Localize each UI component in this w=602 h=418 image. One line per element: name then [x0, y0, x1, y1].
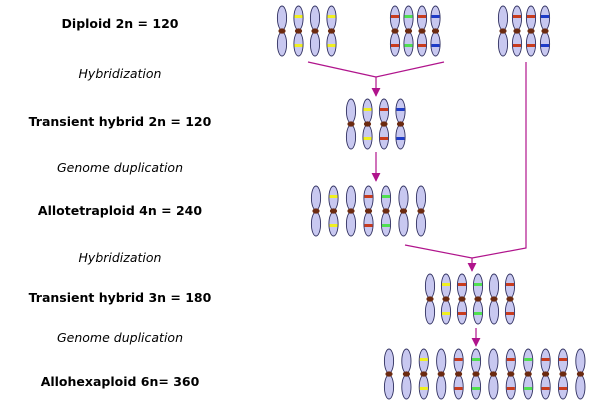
chromosome — [436, 348, 447, 400]
chromosome — [488, 273, 500, 325]
chromosome-set-5 — [310, 185, 427, 237]
chromosome-set-7 — [383, 348, 586, 400]
chromosome — [453, 348, 464, 400]
stage-label-allohexaploid: Allohexaploid 6n= 360 — [40, 374, 200, 389]
chromosome — [504, 273, 516, 325]
chromosome — [401, 348, 412, 400]
chromosome — [345, 185, 357, 237]
chromosome — [472, 273, 484, 325]
chromosome — [456, 273, 468, 325]
process-label-duplication-2: Genome duplication — [56, 330, 183, 345]
chromosome — [276, 5, 288, 57]
chromosome — [575, 348, 586, 400]
process-label-hybridization-1: Hybridization — [78, 66, 162, 81]
stage-label-transient-hybrid-2n: Transient hybrid 2n = 120 — [28, 114, 212, 129]
chromosome — [415, 185, 427, 237]
chromosome — [440, 273, 452, 325]
chromosome — [488, 348, 499, 400]
chromosome — [328, 185, 339, 237]
chromosome — [389, 5, 401, 57]
merge-line-allotetraploid — [404, 244, 473, 259]
chromosome-set-4 — [345, 98, 406, 150]
chromosome — [557, 348, 569, 400]
process-label-hybridization-2: Hybridization — [78, 250, 162, 265]
chromosome — [293, 5, 304, 57]
chromosome — [424, 273, 436, 325]
chromosome — [403, 5, 414, 57]
chromosome — [416, 5, 428, 57]
chromosome-set-3 — [497, 5, 551, 57]
chromosome-layer — [276, 5, 586, 400]
merge-line-left — [307, 61, 377, 78]
stage-label-diploid: Diploid 2n = 120 — [61, 16, 179, 31]
chromosome — [398, 185, 409, 237]
chromosome — [395, 98, 406, 150]
chromosome-set-1 — [276, 5, 337, 57]
chromosome — [362, 98, 373, 150]
chromosome — [345, 98, 357, 150]
chromosome — [378, 98, 390, 150]
chromosome — [310, 185, 322, 237]
chromosome — [497, 5, 509, 57]
chromosome — [363, 185, 374, 237]
chromosome — [511, 5, 523, 57]
chromosome — [380, 185, 392, 237]
chromosome — [505, 348, 516, 400]
chromosome — [539, 5, 551, 57]
process-label-duplication-1: Genome duplication — [56, 160, 183, 175]
chromosome-set-2 — [389, 5, 441, 57]
merge-line-right — [375, 61, 445, 78]
chromosome — [525, 5, 537, 57]
chromosome — [470, 348, 482, 400]
chromosome — [326, 5, 337, 57]
chromosome — [540, 348, 551, 400]
stage-label-allotetraploid: Allotetraploid 4n = 240 — [37, 203, 203, 218]
arrows-layer — [307, 61, 527, 347]
chromosome-set-6 — [424, 273, 516, 325]
line-from-third-diploid — [471, 62, 527, 259]
chromosome — [523, 348, 534, 400]
stage-label-transient-hybrid-3n: Transient hybrid 3n = 180 — [28, 290, 212, 305]
chromosome — [430, 5, 441, 57]
chromosome — [418, 348, 429, 400]
chromosome — [383, 348, 395, 400]
chromosome — [309, 5, 321, 57]
